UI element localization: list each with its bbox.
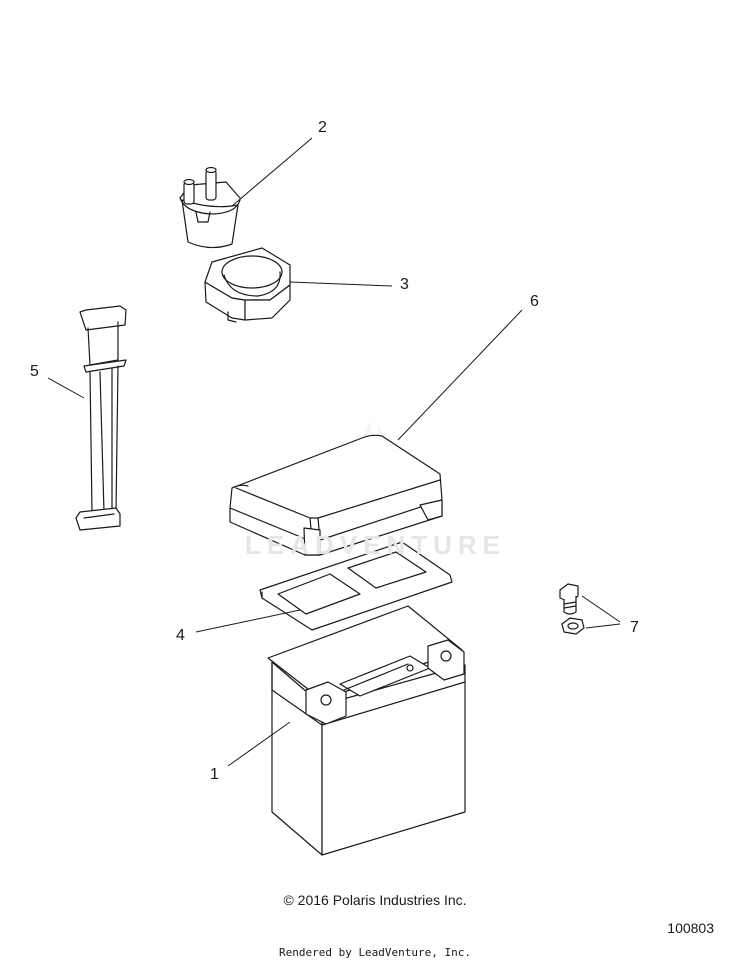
- leader-2: [231, 137, 313, 207]
- leader-7a: [581, 595, 621, 623]
- part-5-strap: [75, 305, 127, 531]
- part-3-holder: [204, 247, 291, 323]
- rendered-by-footer: Rendered by LeadVenture, Inc.: [278, 946, 472, 959]
- leader-6: [397, 309, 523, 441]
- watermark-text: LEADVENTURE: [245, 530, 507, 560]
- part-1-battery: [267, 605, 466, 856]
- figure-number: 100803: [667, 920, 714, 936]
- callout-4: 4: [176, 627, 185, 644]
- callout-1: 1: [210, 766, 219, 783]
- callout-2: 2: [318, 119, 327, 136]
- part-6-cover: [229, 434, 443, 556]
- part-2-plug: [179, 166, 241, 249]
- copyright-notice: © 2016 Polaris Industries Inc.: [283, 892, 467, 908]
- leader-5: [47, 377, 85, 399]
- callout-5: 5: [30, 363, 39, 380]
- part-4-pad: [259, 541, 453, 631]
- callout-3: 3: [400, 276, 409, 293]
- leader-7b: [585, 623, 621, 629]
- callout-7: 7: [630, 619, 639, 636]
- leader-4: [195, 609, 301, 633]
- leader-1: [227, 721, 291, 767]
- part-7-hardware: [559, 583, 585, 635]
- callout-6: 6: [530, 293, 539, 310]
- leader-3: [289, 281, 393, 287]
